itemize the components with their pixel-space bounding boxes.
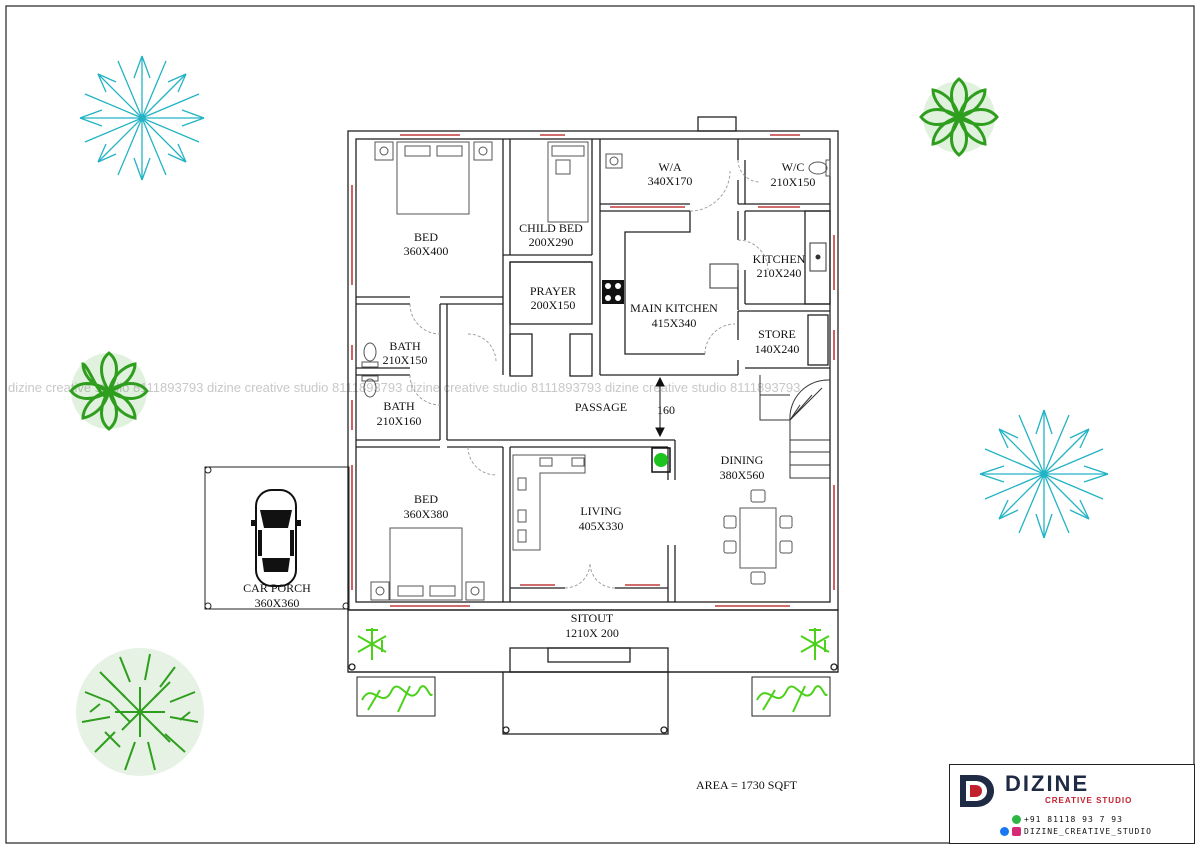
label-wc-size: 210X150	[771, 175, 816, 189]
toilet-icon-bath1	[361, 342, 379, 368]
tree-green-left	[69, 351, 149, 431]
brand-d-logo-icon	[960, 775, 994, 807]
label-living-size: 405X330	[579, 519, 624, 533]
label-main-kitchen-name: MAIN KITCHEN	[630, 301, 718, 315]
label-car-porch-size: 360X360	[255, 596, 300, 610]
social-handle: DIZINE_CREATIVE_STUDIO	[1024, 827, 1152, 836]
label-sitout-size: 1210X 200	[565, 626, 619, 640]
bed1-furniture	[374, 141, 493, 215]
label-car-porch-name: CAR PORCH	[243, 581, 311, 595]
stove-icon	[602, 280, 624, 304]
label-store-name: STORE	[758, 327, 796, 341]
label-dining-size: 380X560	[720, 468, 765, 482]
phone-row: +91 81118 93 7 93	[1012, 815, 1123, 824]
label-bath1-name: BATH	[389, 339, 421, 353]
label-bath2-size: 210X160	[377, 414, 422, 428]
label-kitchen-name: KITCHEN	[753, 252, 806, 266]
label-child-bed-name: CHILD BED	[519, 221, 583, 235]
dining-table-icon	[723, 489, 793, 585]
watermark-text: dizine creative studio 8111893793 dizine…	[8, 380, 800, 395]
label-child-bed-size: 200X290	[529, 235, 574, 249]
area-total: AREA = 1730 SQFT	[696, 778, 798, 792]
door-swings	[409, 159, 769, 589]
planter-left	[356, 676, 436, 717]
tree-green-top-right	[919, 77, 999, 157]
label-wa-size: 340X170	[648, 174, 693, 188]
staircase	[759, 375, 831, 479]
label-bed1-size: 360X400	[404, 244, 449, 258]
label-bath2-name: BATH	[383, 399, 415, 413]
sofa-icon	[512, 454, 586, 551]
brand-subtitle: CREATIVE STUDIO	[1045, 796, 1133, 805]
label-passage: PASSAGE	[575, 400, 627, 414]
fridge-icon	[709, 263, 739, 289]
car-porch	[204, 466, 350, 610]
shrub-sitout-right	[800, 628, 830, 660]
label-prayer-size: 200X150	[531, 298, 576, 312]
dimension-arrow	[655, 376, 665, 438]
planter-right	[751, 676, 831, 717]
shrub-sitout-left	[357, 628, 387, 660]
windows	[351, 134, 835, 607]
sink-icon-wa	[605, 153, 623, 169]
label-bed2-size: 360X380	[404, 507, 449, 521]
brand-logo-box: DIZINE CREATIVE STUDIO +91 81118 93 7 93…	[949, 764, 1195, 844]
sink-icon-kitchen	[809, 242, 827, 272]
social-row: DIZINE_CREATIVE_STUDIO	[1000, 827, 1152, 836]
drawing-border	[5, 5, 1195, 844]
label-dimension-160: 160	[657, 403, 675, 417]
bed2-furniture	[370, 527, 485, 601]
facebook-icon	[1000, 827, 1009, 836]
label-dining-name: DINING	[721, 453, 764, 467]
phone-number: +91 81118 93 7 93	[1024, 815, 1123, 824]
label-living-name: LIVING	[580, 504, 622, 518]
label-bath1-size: 210X150	[383, 353, 428, 367]
plant-pot-icon	[651, 447, 671, 473]
label-main-kitchen-size: 415X340	[652, 316, 697, 330]
instagram-icon	[1012, 827, 1021, 836]
label-bed2-name: BED	[414, 492, 438, 506]
label-prayer-name: PRAYER	[530, 284, 576, 298]
toilet-icon-wc	[808, 159, 831, 177]
child-bed-furniture	[547, 141, 589, 223]
tree-bushy-bottom-left	[76, 648, 204, 776]
label-store-size: 140X240	[755, 342, 800, 356]
toilet-icon-bath2	[361, 375, 379, 398]
label-bed1-name: BED	[414, 230, 438, 244]
whatsapp-icon	[1012, 815, 1021, 824]
label-kitchen-size: 210X240	[757, 266, 802, 280]
tree-cyan-right	[979, 409, 1109, 539]
walls	[347, 116, 839, 735]
car-icon	[251, 489, 301, 587]
brand-name: DIZINE	[1005, 771, 1090, 796]
label-wc-name: W/C	[782, 160, 805, 174]
label-wa-name: W/A	[658, 160, 682, 174]
tree-cyan-top-left	[79, 55, 205, 181]
label-sitout-name: SITOUT	[571, 611, 614, 625]
